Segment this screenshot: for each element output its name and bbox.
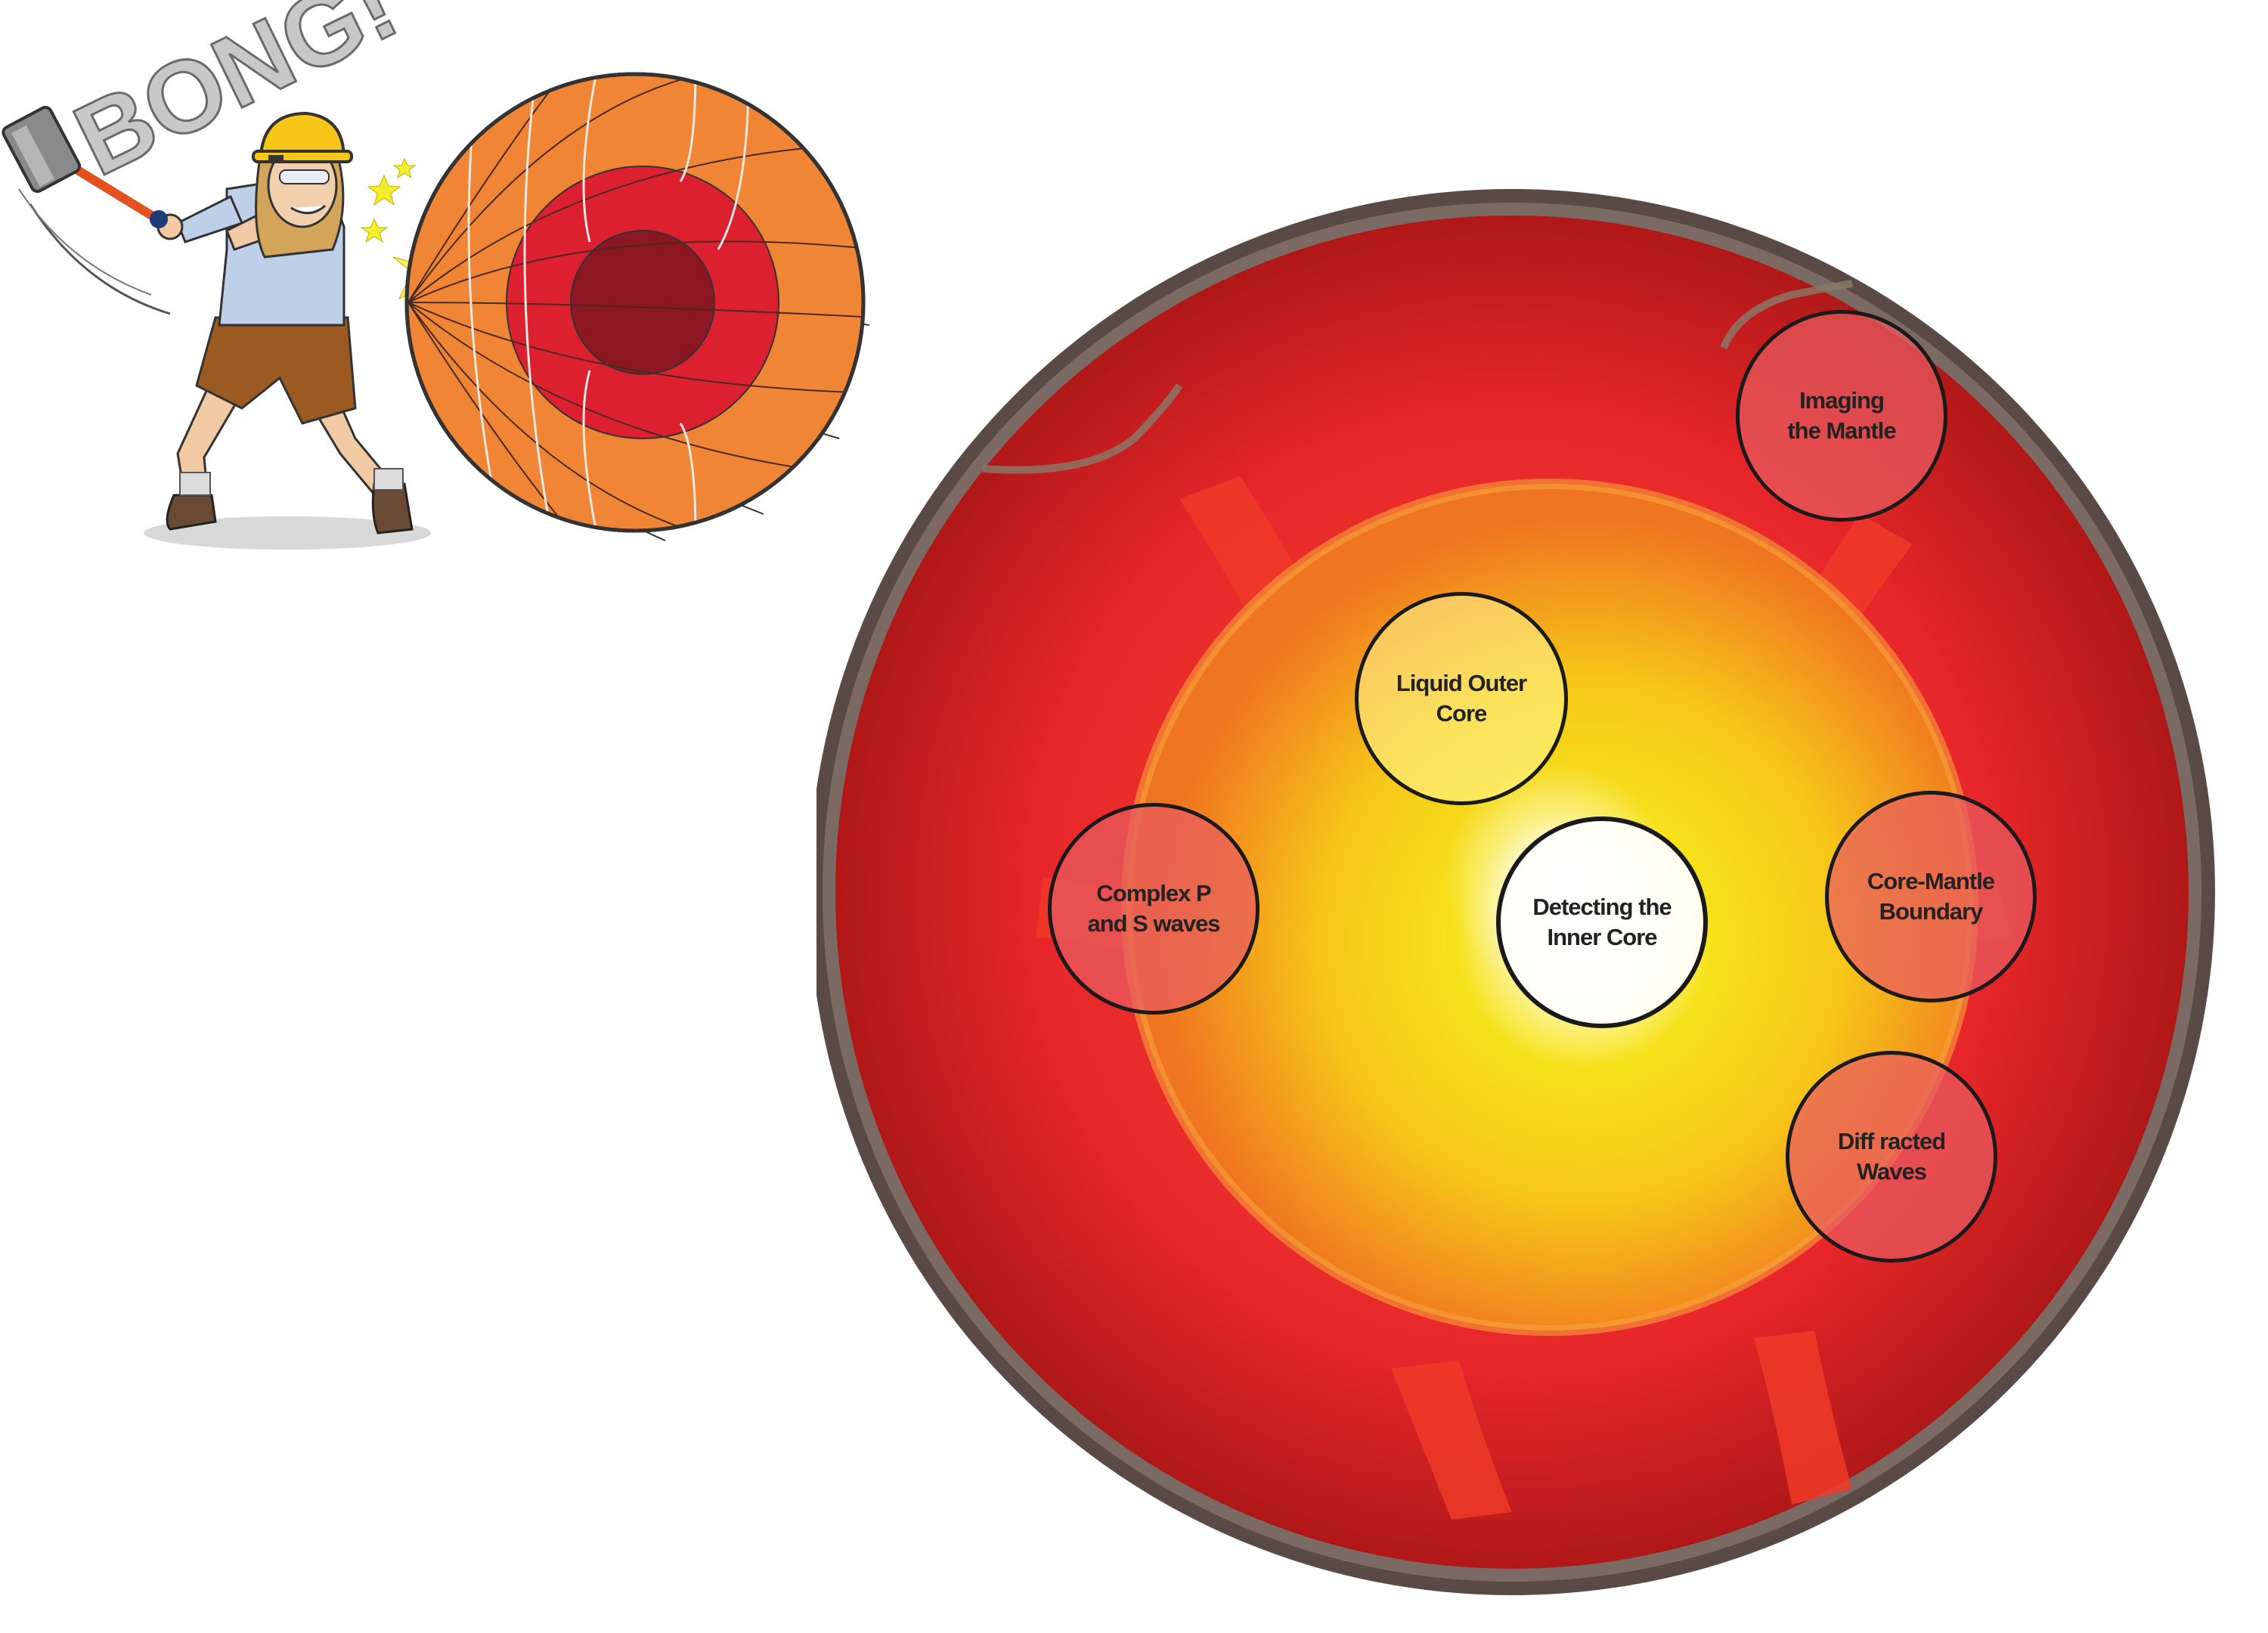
earth-cross-section-diagram <box>404 72 866 533</box>
topic-circle-imaging-mantle[interactable]: Imaging the Mantle <box>1736 310 1947 522</box>
topic-label: Complex P and S waves <box>1087 880 1220 937</box>
sledgehammer-icon <box>2 106 175 231</box>
geologist-figure <box>150 142 414 535</box>
topic-label: Liquid Outer Core <box>1396 670 1527 727</box>
hard-hat-icon <box>252 111 353 163</box>
topic-circle-inner-core[interactable]: Detecting the Inner Core <box>1496 816 1708 1028</box>
topic-label: Diff racted Waves <box>1837 1128 1946 1185</box>
topic-circle-core-mantle-boundary[interactable]: Core-Mantle Boundary <box>1825 791 2037 1002</box>
topic-label: Core-Mantle Boundary <box>1867 868 1995 925</box>
topic-circle-liquid-outer-core[interactable]: Liquid Outer Core <box>1355 592 1568 805</box>
bong-text: BONG! <box>58 0 414 197</box>
bong-sound-effect: BONG! <box>57 0 415 199</box>
topic-circle-complex-waves[interactable]: Complex P and S waves <box>1048 803 1259 1015</box>
topic-label: Detecting the Inner Core <box>1532 894 1672 950</box>
topic-circle-diffracted-waves[interactable]: Diff racted Waves <box>1786 1051 1997 1263</box>
topic-label: Imaging the Mantle <box>1787 387 1896 444</box>
